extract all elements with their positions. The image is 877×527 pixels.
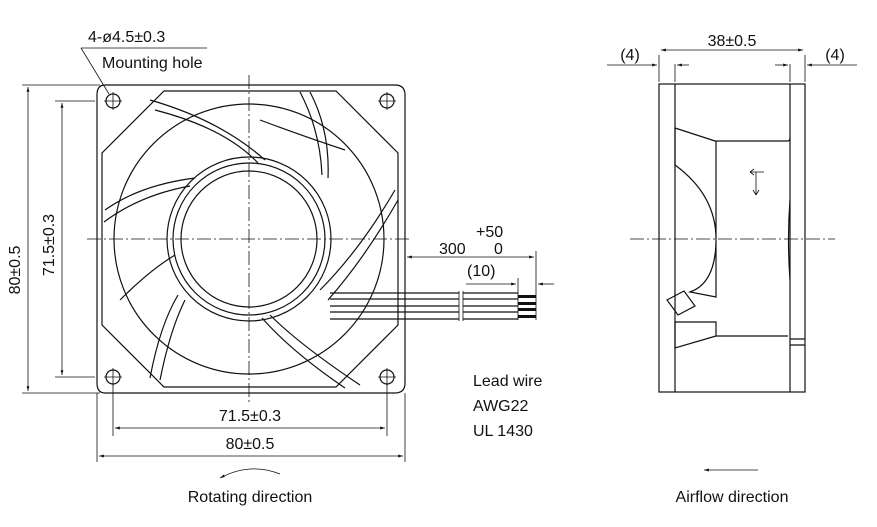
- lead-wire-label: Lead wire: [473, 373, 542, 390]
- depth-dim: 38±0.5: [708, 33, 757, 50]
- lead-length-tol-high: +50: [476, 224, 503, 241]
- mounting-holes: [104, 92, 396, 386]
- hole-label: Mounting hole: [102, 55, 203, 72]
- flange-left-dim: (4): [620, 47, 640, 64]
- airflow-direction-label: Airflow direction: [676, 489, 789, 506]
- side-view: [607, 48, 857, 472]
- hole-spec: 4-ø4.5±0.3: [88, 29, 165, 46]
- rotating-direction-label: Rotating direction: [188, 489, 313, 506]
- lead-wire-gauge: AWG22: [473, 398, 529, 415]
- fan-blades: [103, 91, 399, 389]
- width-outer-dim: 80±0.5: [226, 436, 275, 453]
- lead-wire: [330, 251, 554, 321]
- height-holes-dim: 71.5±0.3: [41, 214, 58, 276]
- lead-length: 300: [439, 241, 466, 258]
- width-holes-dim: 71.5±0.3: [219, 408, 281, 425]
- flange-right-dim: (4): [825, 47, 845, 64]
- lead-wire-standard: UL 1430: [473, 423, 533, 440]
- height-outer-dim: 80±0.5: [7, 245, 24, 294]
- strip-length: (10): [467, 263, 495, 280]
- front-view: [22, 47, 412, 479]
- lead-length-tol-low: 0: [494, 241, 503, 258]
